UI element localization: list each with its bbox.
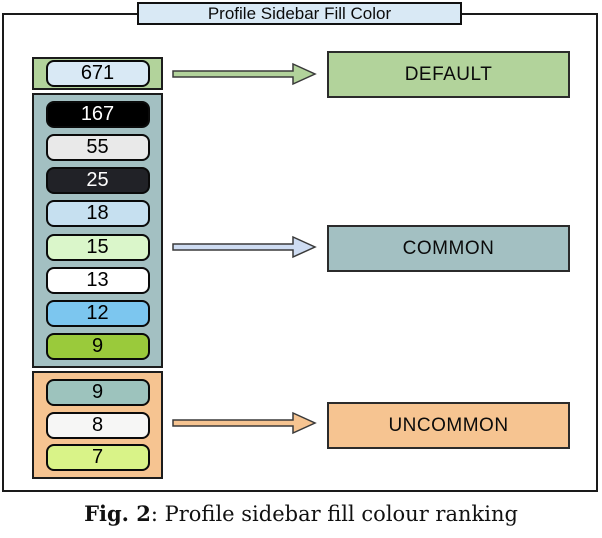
- rank-item-default-671: 671: [45, 60, 150, 87]
- rank-item-uncommon-9: 9: [45, 378, 150, 406]
- uncommon-group: 9 8 7: [32, 371, 163, 479]
- uncommon-label-box: UNCOMMON: [327, 402, 570, 449]
- uncommon-arrow-icon: [172, 411, 317, 435]
- rank-item-common-13: 13: [45, 266, 150, 294]
- figure-caption: Fig. 2: Profile sidebar fill colour rank…: [0, 501, 602, 526]
- rank-item-common-15: 15: [45, 233, 150, 261]
- default-group: 671: [32, 57, 163, 90]
- rank-item-common-12: 12: [45, 299, 150, 327]
- rank-item-common-55: 55: [45, 134, 150, 162]
- common-group: 167 55 25 18 15 13 12 9: [32, 93, 163, 368]
- default-label: DEFAULT: [404, 63, 493, 85]
- rank-item-uncommon-7: 7: [45, 444, 150, 472]
- figure-title: Profile Sidebar Fill Color: [207, 3, 392, 23]
- figure-caption-text: : Profile sidebar fill colour ranking: [150, 502, 518, 526]
- common-arrow-icon: [172, 235, 317, 259]
- rank-item-common-9: 9: [45, 332, 150, 360]
- figure-caption-label: Fig. 2: [84, 501, 151, 526]
- rank-item-common-25: 25: [45, 167, 150, 195]
- common-label: COMMON: [402, 237, 495, 259]
- default-label-box: DEFAULT: [327, 51, 570, 98]
- uncommon-label: UNCOMMON: [388, 414, 509, 436]
- common-label-box: COMMON: [327, 225, 570, 272]
- rank-item-common-18: 18: [45, 200, 150, 228]
- figure-title-box: Profile Sidebar Fill Color: [137, 2, 462, 25]
- rank-item-uncommon-8: 8: [45, 411, 150, 439]
- default-arrow-icon: [172, 62, 317, 86]
- rank-item-common-167: 167: [45, 101, 150, 129]
